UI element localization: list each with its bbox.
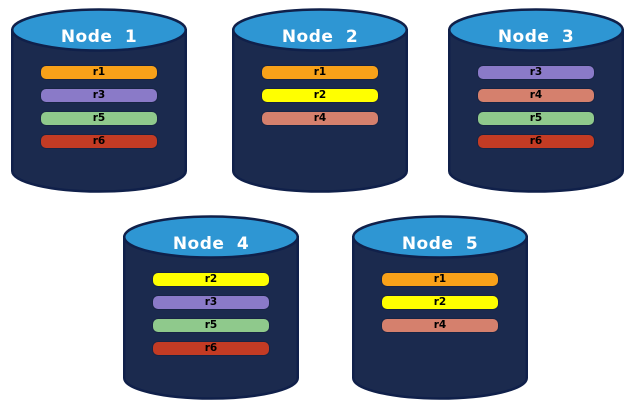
node-title: Node 5 bbox=[401, 234, 479, 254]
replica-bar-list: r1 r2 r4 bbox=[262, 66, 378, 135]
node-cylinder-1: Node 1 r1 r3 r5 r6 bbox=[11, 8, 187, 193]
cylinder-top-ellipse bbox=[232, 8, 408, 52]
node-title: Node 3 bbox=[497, 27, 575, 47]
replica-bar-r2: r2 bbox=[262, 89, 378, 102]
cylinder-top-ellipse bbox=[352, 215, 528, 259]
replica-bar-r6: r6 bbox=[41, 135, 157, 148]
replica-bar-list: r1 r2 r4 bbox=[382, 273, 498, 342]
replica-bar-r6: r6 bbox=[153, 342, 269, 355]
node-cylinder-4: Node 4 r2 r3 r5 r6 bbox=[123, 215, 299, 400]
replica-bar-r1: r1 bbox=[382, 273, 498, 286]
replica-bar-r5: r5 bbox=[153, 319, 269, 332]
replica-bar-r3: r3 bbox=[41, 89, 157, 102]
replica-bar-r3: r3 bbox=[153, 296, 269, 309]
replica-bar-list: r2 r3 r5 r6 bbox=[153, 273, 269, 365]
replica-bar-r4: r4 bbox=[382, 319, 498, 332]
node-title: Node 1 bbox=[60, 27, 138, 47]
replica-bar-r2: r2 bbox=[382, 296, 498, 309]
replica-bar-r5: r5 bbox=[41, 112, 157, 125]
node-cylinder-2: Node 2 r1 r2 r4 bbox=[232, 8, 408, 193]
replica-bar-list: r1 r3 r5 r6 bbox=[41, 66, 157, 158]
cylinder-top-ellipse bbox=[448, 8, 624, 52]
node-title: Node 4 bbox=[172, 234, 250, 254]
replica-bar-r1: r1 bbox=[262, 66, 378, 79]
replica-bar-r4: r4 bbox=[262, 112, 378, 125]
node-cylinder-5: Node 5 r1 r2 r4 bbox=[352, 215, 528, 400]
replica-bar-r1: r1 bbox=[41, 66, 157, 79]
node-title: Node 2 bbox=[281, 27, 359, 47]
replica-bar-r4: r4 bbox=[478, 89, 594, 102]
replica-bar-r3: r3 bbox=[478, 66, 594, 79]
replica-bar-r2: r2 bbox=[153, 273, 269, 286]
replica-bar-r5: r5 bbox=[478, 112, 594, 125]
node-cylinder-3: Node 3 r3 r4 r5 r6 bbox=[448, 8, 624, 193]
replica-bar-list: r3 r4 r5 r6 bbox=[478, 66, 594, 158]
cylinder-top-ellipse bbox=[11, 8, 187, 52]
replica-bar-r6: r6 bbox=[478, 135, 594, 148]
cylinder-top-ellipse bbox=[123, 215, 299, 259]
